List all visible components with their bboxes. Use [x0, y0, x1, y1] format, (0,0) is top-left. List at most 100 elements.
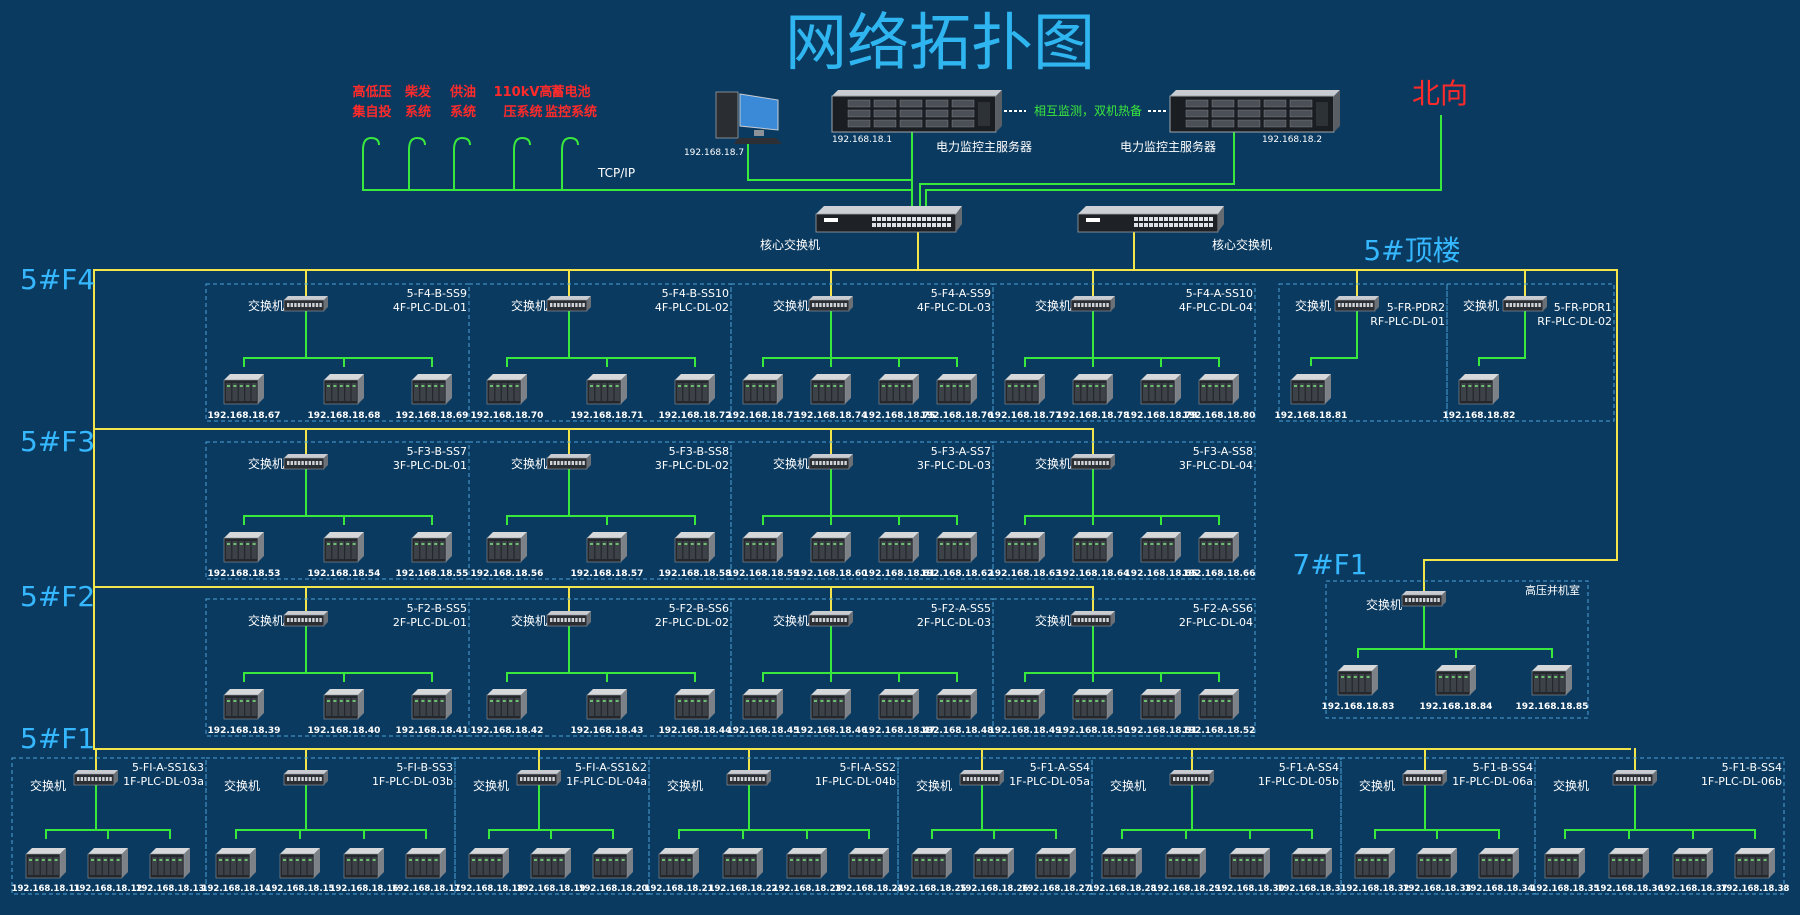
server-pair-label: 相互监测，双机热备: [1034, 104, 1142, 118]
panel-plc: 1F-PLC-DL-04a: [566, 775, 647, 788]
panel-code: 5-F2-B-SS5: [407, 602, 467, 615]
switch-icon: [808, 454, 853, 470]
device-ip: 192.168.18.69: [396, 411, 469, 421]
floor-label: 5#F3: [20, 425, 95, 458]
plc-device-icon: [742, 689, 783, 720]
panel-plc: 1F-PLC-DL-04b: [815, 775, 896, 788]
switch-label: 交换机: [667, 778, 703, 793]
plc-device-icon: [1290, 374, 1331, 405]
switch-label: 交换机: [248, 613, 284, 628]
device-ip: 192.168.18.59: [727, 569, 800, 579]
plc-device-icon: [936, 532, 977, 563]
device-ip: 192.168.18.32: [1341, 884, 1410, 894]
panel-code: 5-F1-B-SS4: [1722, 761, 1782, 774]
plc-device-icon: [586, 689, 627, 720]
plc-device-icon: [1531, 665, 1572, 696]
switch-icon: [1334, 296, 1379, 312]
plc-device-icon: [911, 848, 952, 879]
plc-device-icon: [1229, 848, 1270, 879]
core-switch-1-label: 核心交换机: [760, 237, 820, 252]
panel-code: 5-FI-A-SS2: [840, 761, 896, 774]
plc-device-icon: [530, 848, 571, 879]
plc-device-icon: [1337, 665, 1378, 696]
switch-icon: [808, 296, 853, 312]
device-ip: 192.168.18.84: [1420, 702, 1493, 712]
switch-icon: [546, 296, 591, 312]
device-ip: 192.168.18.26: [960, 884, 1029, 894]
plc-device-icon: [722, 848, 763, 879]
plc-device-icon: [411, 374, 452, 405]
device-ip: 192.168.18.77: [989, 411, 1062, 421]
external-system-hook: [408, 136, 426, 151]
external-system-label: 供油: [449, 84, 476, 100]
external-system-label: 高低压: [352, 84, 391, 100]
device-ip: 192.168.18.40: [308, 726, 381, 736]
switch-icon: [959, 770, 1004, 786]
roof-label: 5#顶楼: [1363, 234, 1460, 267]
floor-label: 5#F2: [20, 580, 95, 613]
device-ip: 192.168.18.64: [1057, 569, 1130, 579]
device-ip: 192.168.18.83: [1322, 702, 1395, 712]
plc-device-icon: [848, 848, 889, 879]
device-ip: 192.168.18.33: [1403, 884, 1472, 894]
panel-plc: 3F-PLC-DL-04: [1179, 459, 1253, 472]
plc-device-icon: [486, 374, 527, 405]
device-ip: 192.168.18.51: [1125, 726, 1198, 736]
plc-device-icon: [1478, 848, 1519, 879]
device-ip: 192.168.18.85: [1516, 702, 1589, 712]
panel-code: 5-F4-A-SS9: [931, 287, 991, 300]
panel-border: [992, 598, 1256, 737]
plc-device-icon: [936, 689, 977, 720]
switch-label: 交换机: [1359, 778, 1395, 793]
panel-code: 5-F2-A-SS6: [1193, 602, 1253, 615]
plc-device-icon: [1672, 848, 1713, 879]
device-ip: 192.168.18.58: [659, 569, 732, 579]
plc-device-icon: [1140, 374, 1181, 405]
plc-device-icon: [1140, 689, 1181, 720]
switch-label: 交换机: [1366, 597, 1402, 612]
device-ip: 192.168.18.68: [308, 411, 381, 421]
plc-device-icon: [674, 374, 715, 405]
plc-device-icon: [223, 374, 264, 405]
panel-plc: 4F-PLC-DL-02: [655, 301, 729, 314]
switch-icon: [516, 770, 561, 786]
server-2-label: 电力监控主服务器: [1120, 139, 1216, 154]
plc-device-icon: [1416, 848, 1457, 879]
device-ip: 192.168.18.27: [1022, 884, 1091, 894]
panel-code: 5-F3-B-SS8: [669, 445, 729, 458]
device-ip: 192.168.18.18: [455, 884, 524, 894]
labels-layer: 网络拓扑图北向TCP/IP高低压集自投柴发系统供油系统110kV高压系统蓄电池监…: [12, 6, 1790, 894]
building7-label: 7#F1: [1292, 548, 1367, 581]
device-ip: 192.168.18.50: [1057, 726, 1130, 736]
plc-device-icon: [810, 689, 851, 720]
plc-device-icon: [1198, 532, 1239, 563]
plc-device-icon: [1198, 689, 1239, 720]
plc-device-icon: [1435, 665, 1476, 696]
switch-label: 交换机: [511, 613, 547, 628]
external-system-label: 系统: [405, 104, 431, 120]
panel-plc: 3F-PLC-DL-03: [917, 459, 991, 472]
device-ip: 192.168.18.57: [571, 569, 644, 579]
panel-plc: 1F-PLC-DL-03b: [372, 775, 453, 788]
switch-label: 交换机: [473, 778, 509, 793]
panel-code: 高压并机室: [1525, 583, 1580, 597]
switch-label: 交换机: [30, 778, 66, 793]
plc-device-icon: [1072, 689, 1113, 720]
plc-device-icon: [1072, 374, 1113, 405]
device-ip: 192.168.18.14: [202, 884, 271, 894]
switch-icon: [546, 611, 591, 627]
switch-icon: [1401, 591, 1446, 607]
panel-code: 5-F1-A-SS4: [1030, 761, 1090, 774]
panel-plc: 4F-PLC-DL-04: [1179, 301, 1253, 314]
plc-device-icon: [223, 689, 264, 720]
panel-code: 5-FI-A-SS1&2: [575, 761, 647, 774]
plc-device-icon: [1608, 848, 1649, 879]
panel-code: 5-FR-PDR1: [1554, 301, 1612, 314]
plc-device-icon: [674, 532, 715, 563]
plc-device-icon: [343, 848, 384, 879]
switch-label: 交换机: [1035, 613, 1071, 628]
panel-border: [992, 283, 1256, 422]
external-system-label: 蓄电池: [551, 84, 590, 100]
switch-label: 交换机: [1463, 298, 1499, 313]
panel-code: 5-F4-B-SS10: [662, 287, 729, 300]
